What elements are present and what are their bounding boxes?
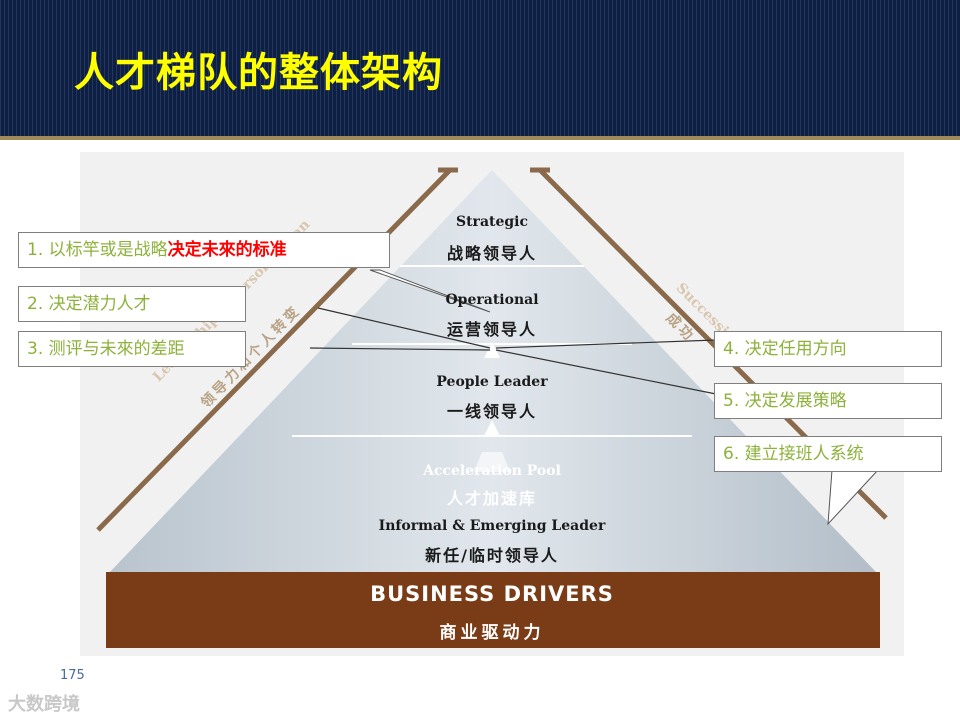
callout-5: 5. 决定发展策略 [714,383,942,419]
level-acceleration-pool: Acceleration Pool 人才加速库 [342,463,642,509]
callout-text: 6. 建立接班人系统 [723,444,864,464]
callout-text: 2. 决定潜力人才 [27,294,151,314]
level-label-zh: 运营领导人 [446,320,537,339]
level-informal-leader: Informal & Emerging Leader 新任/临时领导人 [292,518,692,566]
pyramid-body [110,170,876,572]
level-label-zh: 新任/临时领导人 [425,546,559,565]
page-number: 175 [60,668,85,683]
arrow-up-icon [484,420,500,436]
level-label-zh: 战略领导人 [446,244,537,263]
callout-text: 1. 以标竿或是战略 [27,240,168,260]
base-label-en: BUSINESS DRIVERS [370,582,614,606]
callout-highlight: 决定未來的标准 [167,240,287,260]
level-label-en: Operational [445,292,539,308]
level-label-en: Strategic [455,214,529,230]
level-label-en: Informal & Emerging Leader [378,518,606,534]
callout-text: 4. 决定任用方向 [723,339,847,359]
business-drivers-base [106,572,880,648]
level-label-en: People Leader [436,374,548,390]
level-label-en: Acceleration Pool [423,463,561,479]
callout-text: 5. 决定发展策略 [723,391,847,411]
level-people-leader: People Leader 一线领导人 [392,374,592,422]
callout-1: 1. 以标竿或是战略决定未來的标准 [18,232,390,268]
level-strategic: Strategic 战略领导人 [392,214,592,264]
level-label-zh: 一线领导人 [446,402,537,421]
header-divider [0,136,960,140]
level-operational: Operational 运营领导人 [392,292,592,340]
arrow-up-icon [484,342,500,358]
slide-title: 人才梯队的整体架构 [74,50,443,96]
watermark: 大数跨境 [8,694,80,715]
pyramid-graphic [96,167,888,648]
callout-2: 2. 决定潜力人才 [18,286,246,322]
header-banner [0,0,960,136]
callout-6: 6. 建立接班人系统 [714,436,942,472]
level-label-zh: 人才加速库 [446,489,537,508]
callout-3: 3. 测评与未來的差距 [18,331,246,367]
callout-text: 3. 测评与未來的差距 [27,339,185,359]
callout-4: 4. 决定任用方向 [714,331,942,367]
left-chevron [96,168,452,532]
base-label-zh: 商业驱动力 [439,623,545,643]
